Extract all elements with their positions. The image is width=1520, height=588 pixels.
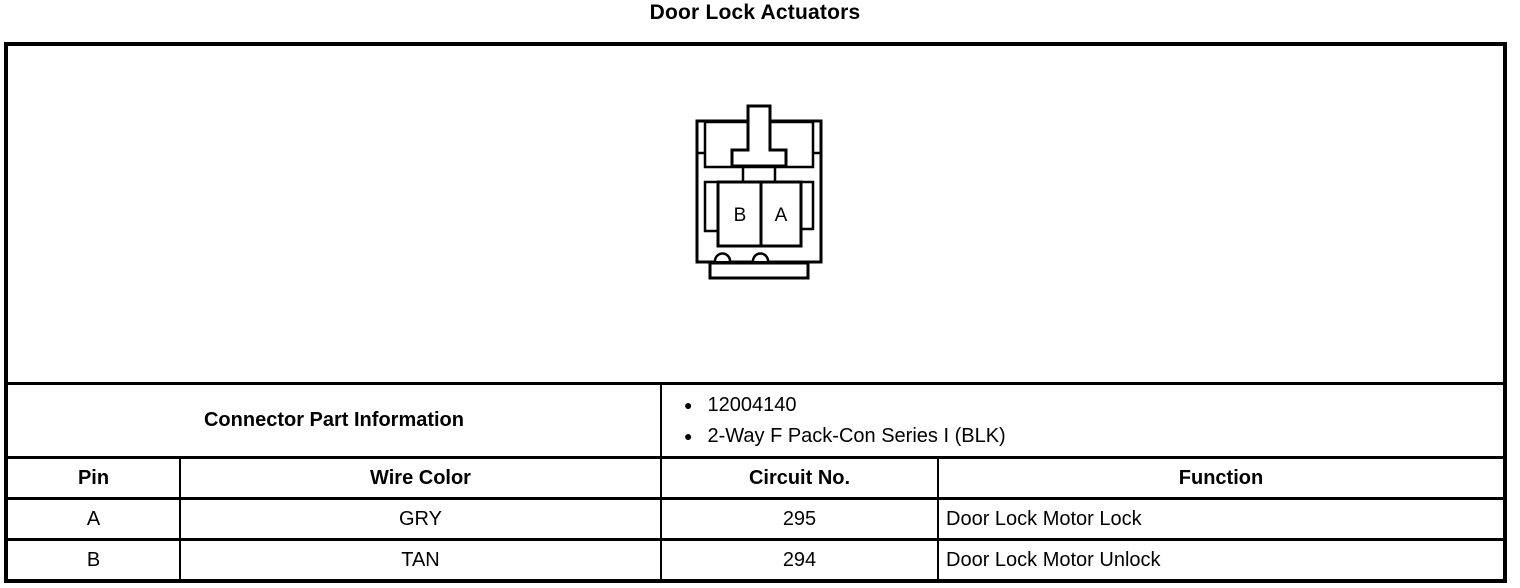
- diagram-frame: B A Connector Part Information ● 1200414…: [4, 42, 1507, 583]
- terminal-b-cavity: [716, 180, 763, 248]
- header-function: Function: [937, 459, 1503, 497]
- terminal-a-cavity: [759, 180, 803, 248]
- function-cell: Door Lock Motor Lock: [937, 500, 1503, 538]
- pin-label-b: B: [734, 205, 747, 226]
- header-pin: Pin: [77, 466, 110, 489]
- pin-cell: B: [86, 548, 101, 571]
- bullet-icon: ●: [684, 428, 693, 444]
- circuit-no-cell: 294: [660, 541, 937, 579]
- header-circuit-no: Circuit No.: [660, 459, 937, 497]
- left-side-tab: [703, 180, 720, 233]
- wire-color-cell: GRY: [179, 500, 660, 538]
- part-info-item: ● 2-Way F Pack-Con Series I (BLK): [684, 422, 1503, 450]
- connector-part-info-row: Connector Part Information ● 12004140 ● …: [8, 385, 1503, 456]
- part-info-item-text: 2-Way F Pack-Con Series I (BLK): [707, 425, 1006, 447]
- pin-cell: A: [86, 507, 101, 530]
- part-info-label: Connector Part Information: [203, 409, 464, 431]
- index-bump-right: [751, 252, 770, 262]
- table-row: A GRY 295 Door Lock Motor Lock: [8, 497, 1503, 538]
- table-header-row: Pin Wire Color Circuit No. Function: [8, 456, 1503, 497]
- page-title: Door Lock Actuators: [649, 1, 861, 24]
- connector-table: Connector Part Information ● 12004140 ● …: [8, 382, 1503, 579]
- index-bump-left: [713, 252, 732, 262]
- part-info-list: ● 12004140 ● 2-Way F Pack-Con Series I (…: [660, 385, 1503, 456]
- connector-neck: [741, 165, 777, 184]
- pin-label-a: A: [775, 205, 788, 226]
- table-row: B TAN 294 Door Lock Motor Unlock: [8, 538, 1503, 579]
- circuit-no-cell: 295: [660, 500, 937, 538]
- header-wire-color: Wire Color: [179, 459, 660, 497]
- part-info-item-text: 12004140: [707, 394, 797, 416]
- function-cell: Door Lock Motor Unlock: [937, 541, 1503, 579]
- connector-diagram: B A: [695, 104, 823, 280]
- part-info-item: ● 12004140: [684, 391, 1503, 419]
- connector-base: [708, 261, 810, 280]
- wire-color-cell: TAN: [179, 541, 660, 579]
- lock-tab: [730, 104, 788, 168]
- bullet-icon: ●: [684, 397, 693, 413]
